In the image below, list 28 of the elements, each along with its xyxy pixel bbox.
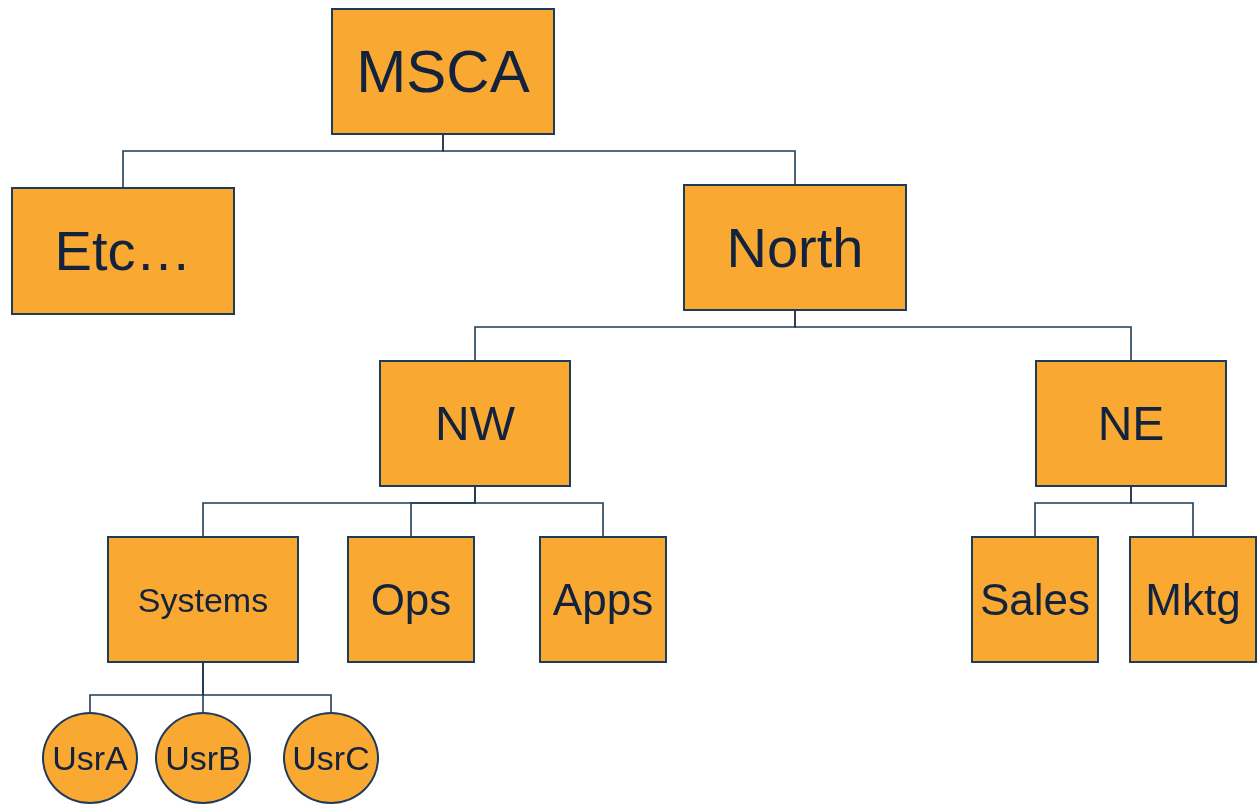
node-label: Mktg xyxy=(1145,577,1241,622)
node-label: Ops xyxy=(370,577,452,622)
org-box xyxy=(107,536,299,663)
connector-line xyxy=(442,134,796,185)
org-box xyxy=(683,184,907,311)
org-box xyxy=(11,187,235,315)
node-label: UsrB xyxy=(165,741,241,775)
connector-line xyxy=(474,486,604,537)
connector-line xyxy=(794,310,1132,361)
node-label: NW xyxy=(435,399,515,448)
node-label: NE xyxy=(1097,399,1165,448)
org-box xyxy=(379,360,571,487)
node-label: MSCA xyxy=(356,41,530,102)
node-label: Apps xyxy=(552,577,654,622)
node-label: UsrC xyxy=(292,741,370,775)
node-label: North xyxy=(726,219,864,276)
node-label: Sales xyxy=(979,577,1091,622)
org-box xyxy=(971,536,1099,663)
org-box xyxy=(347,536,475,663)
connector-line xyxy=(202,662,332,713)
connector-line xyxy=(1130,486,1194,537)
org-box xyxy=(1035,360,1227,487)
node-label: Etc… xyxy=(54,223,192,279)
org-box xyxy=(539,536,667,663)
org-box xyxy=(1129,536,1257,663)
node-label: UsrA xyxy=(52,741,128,775)
node-label: Systems xyxy=(137,582,269,617)
org-box xyxy=(331,8,555,135)
